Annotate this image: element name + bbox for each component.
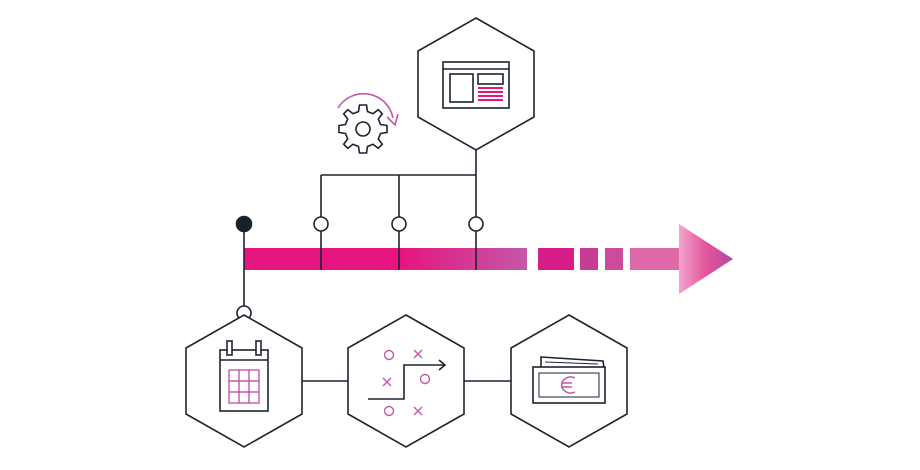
start-node bbox=[235, 215, 253, 233]
gear-icon bbox=[338, 104, 388, 154]
hexagon-calendar bbox=[185, 314, 303, 448]
euro-cash-icon bbox=[532, 356, 606, 404]
hexagon-strategy bbox=[347, 314, 465, 448]
calendar-icon bbox=[219, 340, 269, 412]
strategy-play-icon bbox=[368, 349, 447, 417]
rotate-arrow bbox=[337, 92, 394, 119]
timeline-bar-solid bbox=[244, 248, 527, 270]
web-layout-icon bbox=[442, 61, 510, 109]
timeline-dash-3 bbox=[605, 248, 623, 270]
timeline-dash-4 bbox=[630, 248, 680, 270]
node-3 bbox=[468, 216, 484, 232]
hexagon-cash bbox=[510, 314, 628, 448]
gear-rotate-icon bbox=[337, 92, 399, 154]
timeline-arrowhead bbox=[679, 224, 733, 294]
timeline-dash-1 bbox=[538, 248, 574, 270]
timeline-arrow bbox=[244, 224, 733, 294]
node-2 bbox=[391, 216, 407, 232]
rotate-arrow-head bbox=[386, 113, 399, 127]
timeline-dash-2 bbox=[580, 248, 598, 270]
top-hexagon bbox=[417, 17, 535, 151]
node-1 bbox=[313, 216, 329, 232]
